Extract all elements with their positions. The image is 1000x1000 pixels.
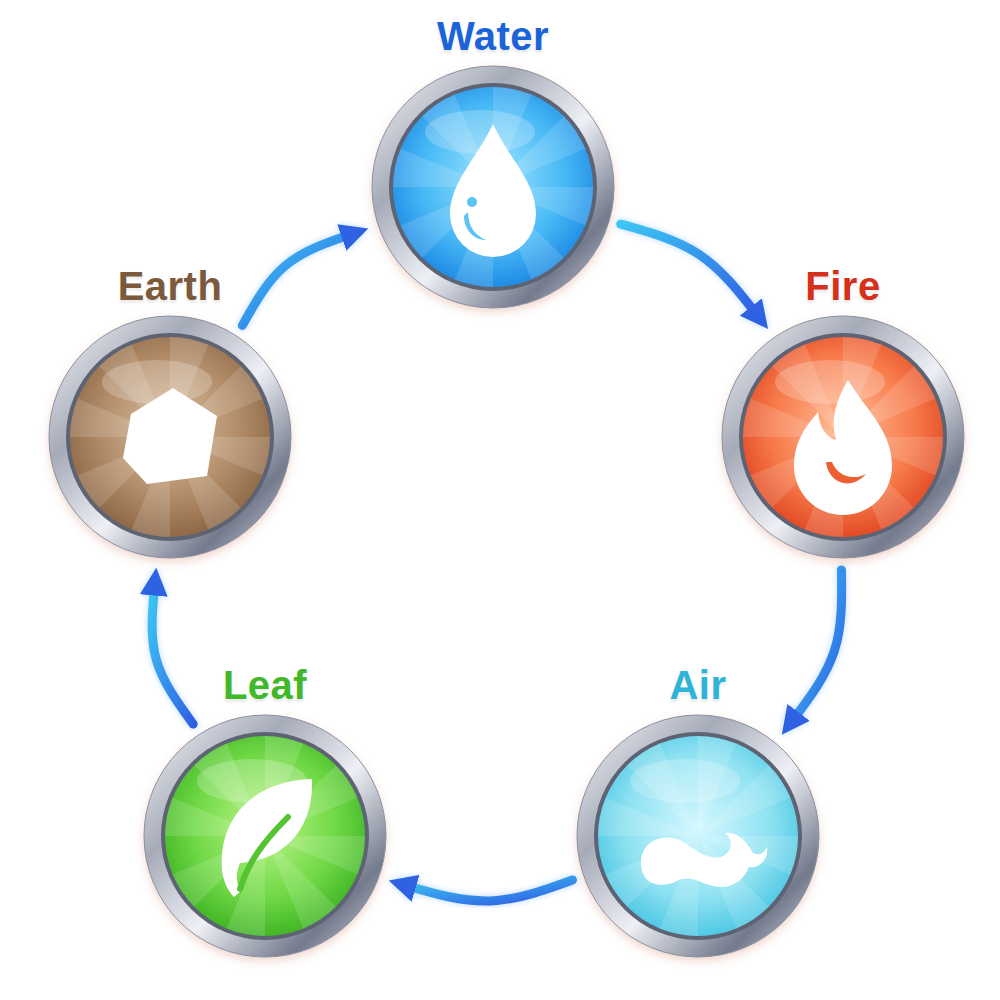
cycle-arrow bbox=[794, 570, 842, 719]
sunburst-rays bbox=[588, 726, 808, 946]
gloss-highlight bbox=[630, 759, 740, 803]
sunburst-rays bbox=[155, 726, 375, 946]
sunburst-rays bbox=[60, 327, 280, 547]
element-badge: Air bbox=[573, 711, 823, 961]
element-icon bbox=[222, 779, 312, 897]
cycle-arrow bbox=[621, 224, 756, 313]
element-name: Water bbox=[437, 14, 549, 58]
sunburst-rays bbox=[383, 77, 603, 297]
badge-circle bbox=[718, 312, 968, 562]
silver-ring bbox=[372, 66, 614, 308]
cycle-arrow bbox=[408, 880, 573, 901]
element-badge: Fire bbox=[718, 312, 968, 562]
element-badge: Leaf bbox=[140, 711, 390, 961]
gloss-highlight bbox=[102, 360, 212, 404]
badge-circle bbox=[573, 711, 823, 961]
element-icon bbox=[641, 833, 767, 887]
sunburst-rays bbox=[733, 327, 953, 547]
element-badge: Earth bbox=[45, 312, 295, 562]
element-name: Earth bbox=[118, 264, 223, 308]
silver-ring bbox=[722, 316, 964, 558]
gloss-highlight bbox=[425, 110, 535, 154]
element-icon bbox=[123, 388, 217, 484]
badge-circle bbox=[45, 312, 295, 562]
element-badge: Water bbox=[368, 62, 618, 312]
silver-ring bbox=[49, 316, 291, 558]
element-icon bbox=[794, 380, 892, 515]
cycle-arrow bbox=[242, 235, 349, 326]
silver-ring bbox=[144, 715, 386, 957]
element-name: Air bbox=[669, 663, 726, 707]
gloss-highlight bbox=[775, 360, 885, 404]
element-name: Leaf bbox=[223, 663, 307, 707]
cycle-arrow bbox=[152, 587, 193, 724]
badge-circle bbox=[368, 62, 618, 312]
element-icon bbox=[450, 124, 536, 257]
badge-circle bbox=[140, 711, 390, 961]
silver-ring bbox=[577, 715, 819, 957]
element-name: Fire bbox=[805, 264, 880, 308]
